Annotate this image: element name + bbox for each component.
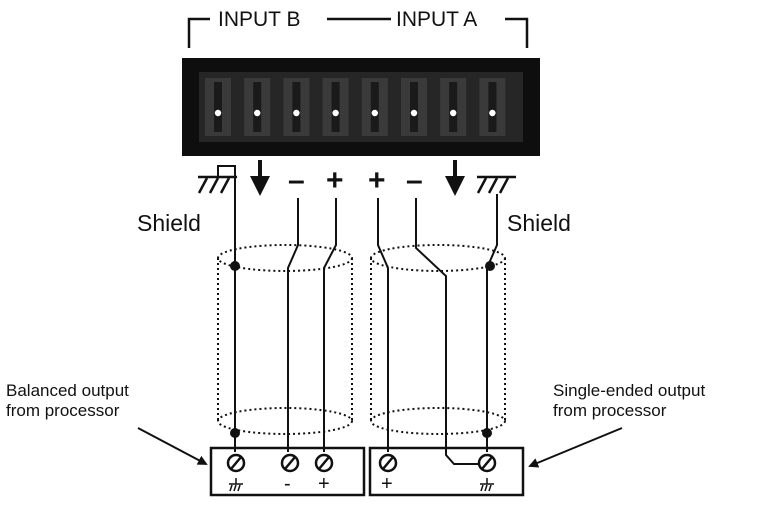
shield-label-right: Shield xyxy=(507,210,571,236)
connector-pin-4 xyxy=(322,78,349,136)
input-b-label: INPUT B xyxy=(214,9,305,30)
terminal-strip-balanced xyxy=(209,446,366,497)
pin-minus-left: – xyxy=(288,164,305,197)
connector-pin-1 xyxy=(205,78,231,136)
shielded-cable-left xyxy=(217,244,353,435)
ground-symbol-right xyxy=(476,175,516,194)
screw-minus-balanced xyxy=(280,453,300,473)
wires-single-ended xyxy=(377,194,498,465)
connector-pin-6 xyxy=(401,78,427,136)
shield-junctions-left xyxy=(230,261,240,438)
screw-plus-balanced xyxy=(314,453,334,473)
ground-symbol-left xyxy=(197,175,237,194)
connector-pin-3 xyxy=(283,78,310,136)
shield-label-left: Shield xyxy=(137,210,201,236)
connector-pin-2 xyxy=(244,78,271,136)
shielded-cable-right xyxy=(370,244,506,435)
shield-junctions-right xyxy=(482,261,495,438)
terminal-ground-glyph-single-ended xyxy=(480,478,494,492)
input-bracket xyxy=(187,17,529,48)
pin-minus-right: – xyxy=(406,164,423,197)
signal-arrow-left xyxy=(250,160,270,196)
terminal-label-minus: - xyxy=(284,473,291,495)
connector-pin-5 xyxy=(361,78,388,136)
balanced-output-caption: Balanced output from processor xyxy=(6,381,129,420)
signal-arrow-right xyxy=(445,160,465,196)
screw-ground-balanced xyxy=(226,453,246,473)
single-ended-output-caption: Single-ended output from processor xyxy=(553,381,706,420)
pin-plus-right: + xyxy=(368,164,386,197)
terminal-ground-glyph-balanced xyxy=(229,478,243,492)
connector-pin-8 xyxy=(479,78,506,136)
wires-balanced xyxy=(217,165,337,452)
pointer-arrow-single-ended xyxy=(528,427,623,468)
screw-plus-single-ended xyxy=(378,453,398,473)
pointer-arrow-balanced xyxy=(137,427,208,465)
terminal-block-connector xyxy=(182,58,540,156)
screw-ground-single-ended xyxy=(477,453,497,473)
input-a-label: INPUT A xyxy=(392,9,482,30)
terminal-strip-single-ended xyxy=(368,446,525,497)
terminal-label-plus-balanced: + xyxy=(318,473,330,495)
connector-pin-7 xyxy=(440,78,467,136)
pin-plus-left: + xyxy=(326,164,344,197)
terminal-label-plus-single: + xyxy=(381,473,393,495)
